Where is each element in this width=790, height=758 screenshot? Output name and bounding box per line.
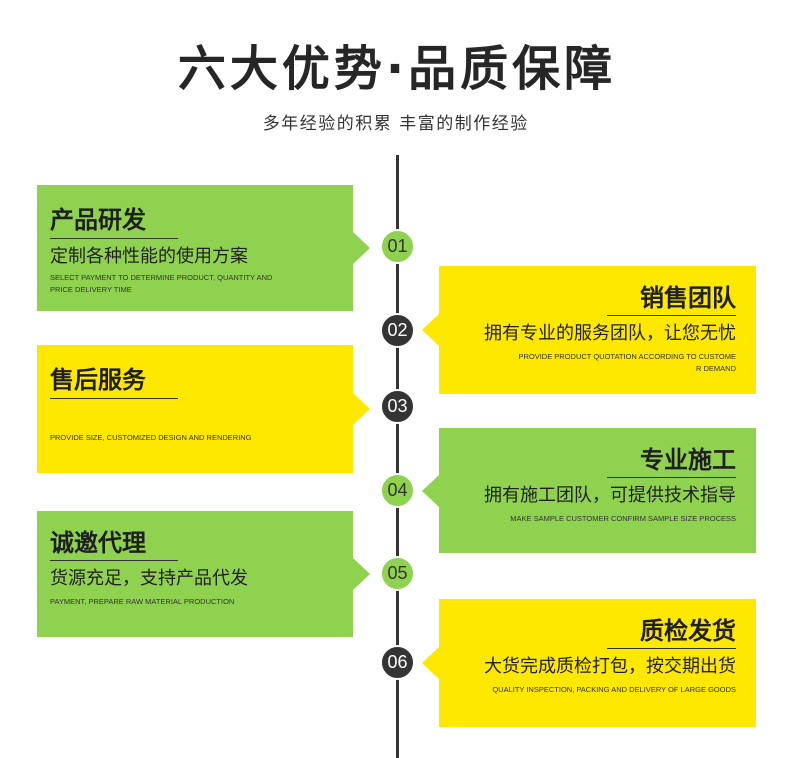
card-title: 质检发货 xyxy=(640,617,736,645)
step-marker-02: 02 xyxy=(380,313,415,348)
card-description: 货源充足，支持产品代发 xyxy=(50,568,248,589)
timeline-line xyxy=(396,155,399,758)
card-pointer xyxy=(353,393,370,425)
card-title: 产品研发 xyxy=(50,206,146,234)
card-description: 拥有专业的服务团队，让您无忧 xyxy=(484,323,736,344)
card-pointer xyxy=(422,314,439,346)
card-english-text: QUALITY INSPECTION, PACKING AND DELIVERY… xyxy=(492,684,736,696)
card-english-text: MAKE SAMPLE CUSTOMER CONFIRM SAMPLE SIZE… xyxy=(510,513,736,525)
card-title-underline xyxy=(50,560,178,561)
step-marker-03: 03 xyxy=(380,389,415,424)
card-english-line: QUALITY INSPECTION, PACKING AND DELIVERY… xyxy=(492,685,736,694)
card-english-line: MAKE SAMPLE CUSTOMER CONFIRM SAMPLE SIZE… xyxy=(510,514,736,523)
card-sales-team: 销售团队 拥有专业的服务团队，让您无忧 PROVIDE PRODUCT QUOT… xyxy=(422,266,756,394)
card-english-text: SELECT PAYMENT TO DETERMINE PRODUCT, QUA… xyxy=(50,272,272,296)
card-english-line: PROVIDE SIZE, CUSTOMIZED DESIGN AND REND… xyxy=(50,433,252,442)
step-marker-04: 04 xyxy=(380,473,415,508)
card-after-sales-service: 售后服务 PROVIDE SIZE, CUSTOMIZED DESIGN AND… xyxy=(37,345,370,473)
card-pointer xyxy=(422,474,439,507)
page-title: 六大优势·品质保障 xyxy=(177,41,617,97)
card-description: 拥有施工团队，可提供技术指导 xyxy=(484,485,736,506)
card-title-underline xyxy=(607,648,736,649)
card-english-line: PAYMENT, PREPARE RAW MATERIAL PRODUCTION xyxy=(50,597,235,606)
card-title-underline xyxy=(607,477,736,478)
step-marker-05: 05 xyxy=(380,556,415,591)
card-title: 销售团队 xyxy=(640,284,736,312)
card-title-underline xyxy=(607,315,736,316)
card-english-text: PAYMENT, PREPARE RAW MATERIAL PRODUCTION xyxy=(50,596,234,608)
step-marker-06: 06 xyxy=(380,645,415,680)
card-product-development: 产品研发 定制各种性能的使用方案 SELECT PAYMENT TO DETER… xyxy=(37,185,370,311)
card-english-text: PROVIDE PRODUCT QUOTATION ACCORDING TO C… xyxy=(518,351,736,375)
card-title-underline xyxy=(50,238,178,239)
card-title: 售后服务 xyxy=(50,366,146,394)
card-title-underline xyxy=(50,398,178,399)
step-marker-01: 01 xyxy=(380,229,415,264)
card-description: 定制各种性能的使用方案 xyxy=(50,246,248,267)
card-pointer xyxy=(422,647,439,679)
card-english-text: PROVIDE SIZE, CUSTOMIZED DESIGN AND REND… xyxy=(50,432,252,444)
card-description: 大货完成质检打包，按交期出货 xyxy=(484,656,736,677)
card-english-line: PROVIDE PRODUCT QUOTATION ACCORDING TO C… xyxy=(518,352,736,361)
card-professional-construction: 专业施工 拥有施工团队，可提供技术指导 MAKE SAMPLE CUSTOMER… xyxy=(422,428,756,553)
card-english-line: PRICE DELIVERY TIME xyxy=(50,285,132,294)
card-english-line: R DEMAND xyxy=(695,364,736,373)
card-quality-shipping: 质检发货 大货完成质检打包，按交期出货 QUALITY INSPECTION, … xyxy=(422,599,756,727)
card-title: 诚邀代理 xyxy=(50,529,146,557)
card-title: 专业施工 xyxy=(640,446,736,474)
card-pointer xyxy=(353,232,370,264)
card-agent-recruitment: 诚邀代理 货源充足，支持产品代发 PAYMENT, PREPARE RAW MA… xyxy=(37,511,370,637)
card-english-line: SELECT PAYMENT TO DETERMINE PRODUCT, QUA… xyxy=(50,273,273,282)
page-subtitle: 多年经验的积累 丰富的制作经验 xyxy=(262,114,529,134)
card-pointer xyxy=(353,558,370,590)
